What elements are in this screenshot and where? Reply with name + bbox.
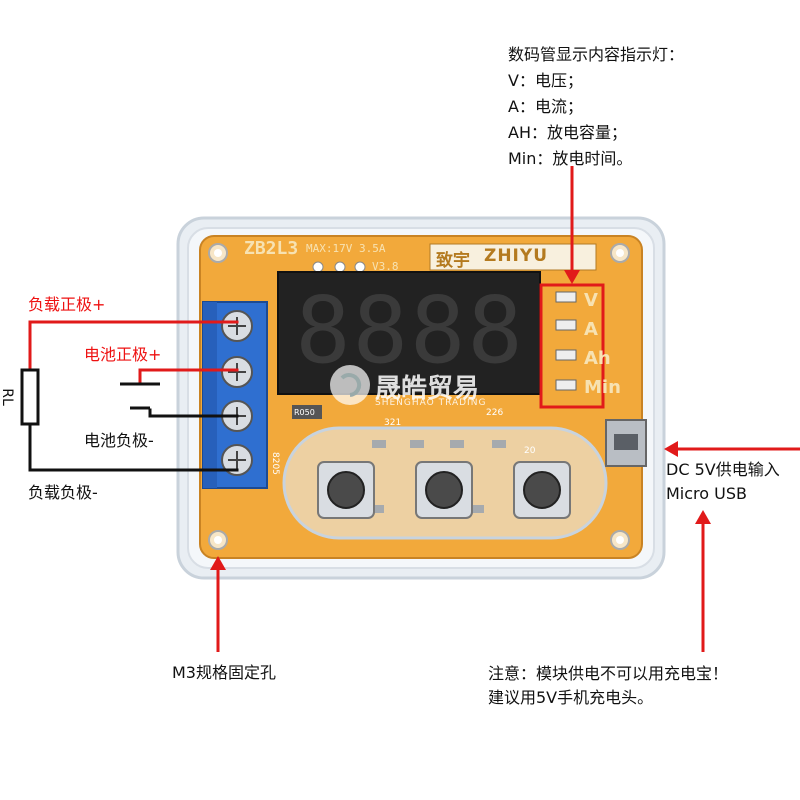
annotation-arrows — [210, 166, 800, 652]
indicator-letter-min: Min — [584, 377, 621, 398]
label-load-negative: 负载负极- — [28, 483, 98, 502]
indicator-note-line-min: Min：放电时间。 — [508, 149, 633, 168]
indicator-highlight-box — [539, 283, 605, 409]
indicator-note: 数码管显示内容指示灯： V：电压； A：电流； AH：放电容量； Min：放电时… — [508, 42, 684, 172]
silk-ref-321: 321 — [384, 418, 402, 428]
watermark-text: 晟皓贸易 — [375, 374, 480, 404]
indicator-letters: V A Ah Min — [584, 286, 621, 402]
wiring-diagram — [28, 320, 239, 472]
indicator-letter-a: A — [584, 319, 598, 340]
silk-ref-20: 20 — [524, 446, 536, 456]
label-warning: 注意：模块供电不可以用充电宝！ 建议用5V手机充电头。 — [488, 662, 728, 710]
label-power-input-line1: DC 5V供电输入 — [666, 460, 780, 479]
brand-en: ZHIYU — [484, 246, 548, 266]
board-model: ZB2L3 — [244, 238, 299, 259]
screw-terminal-block — [202, 301, 268, 489]
indicator-letter-ah: Ah — [584, 348, 611, 369]
brand-badge — [429, 243, 597, 271]
battery-symbol — [120, 382, 160, 410]
silk-ref-226: 226 — [486, 408, 504, 418]
indicator-letter-v: V — [584, 290, 598, 311]
indicator-leds — [555, 291, 577, 391]
board-spec: MAX:17V 3.5A — [306, 242, 386, 255]
resistor-rl — [20, 368, 40, 426]
mounting-holes — [208, 243, 630, 550]
brand-cn: 致宇 — [436, 251, 470, 271]
label-rl: RL — [0, 388, 15, 406]
board-version: V3.8 — [372, 260, 399, 273]
indicator-note-title: 数码管显示内容指示灯： — [508, 45, 685, 64]
label-warning-line1: 注意：模块供电不可以用充电宝！ — [488, 664, 729, 683]
push-buttons — [317, 461, 571, 519]
label-battery-negative: 电池负极- — [84, 431, 154, 450]
label-mounting-hole: M3规格固定孔 — [172, 663, 276, 682]
watermark-logo-icon — [330, 365, 370, 405]
label-load-positive: 负载正极+ — [28, 295, 106, 314]
indicator-note-line-v: V：电压； — [508, 71, 583, 90]
label-power-input-line2: Micro USB — [666, 484, 747, 503]
silk-ref-r050: R050 — [294, 408, 315, 417]
label-power-input: DC 5V供电输入 Micro USB — [666, 458, 780, 506]
indicator-note-line-ah: AH：放电容量； — [508, 123, 627, 142]
display-digits: 8888 — [295, 277, 525, 384]
label-battery-positive: 电池正极+ — [84, 345, 162, 364]
indicator-note-line-a: A：电流； — [508, 97, 583, 116]
label-warning-line2: 建议用5V手机充电头。 — [488, 688, 654, 707]
silk-ref-8205: 8205 — [270, 452, 280, 475]
watermark-subtext: SHENGHAO TRADING — [375, 398, 487, 408]
seven-segment-display — [277, 271, 541, 395]
